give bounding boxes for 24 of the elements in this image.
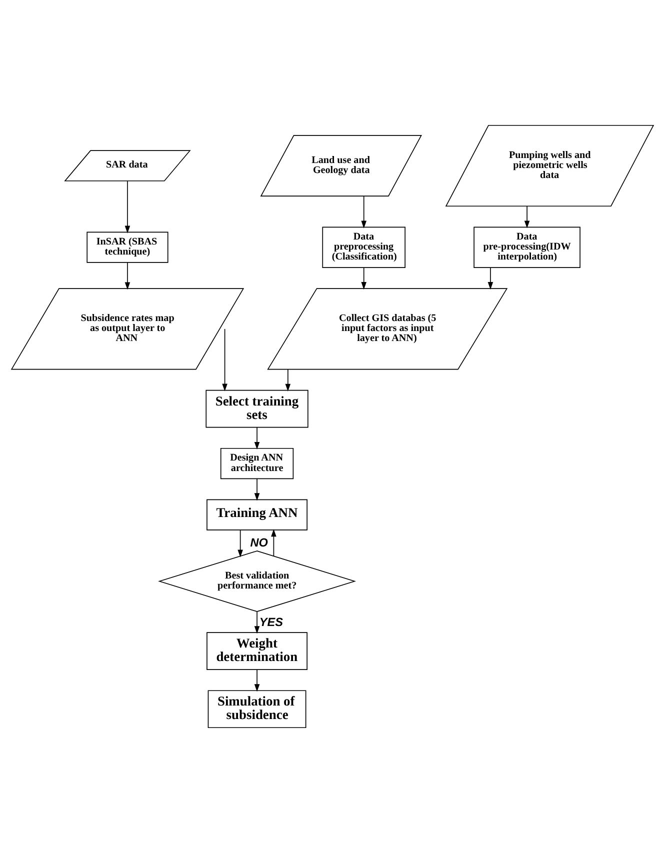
arrow <box>254 610 260 634</box>
arrow <box>254 668 260 692</box>
node-box: InSAR (SBAS technique) <box>86 231 168 262</box>
node-box: Design ANN architecture <box>220 447 294 479</box>
arrow <box>361 267 366 290</box>
arrow <box>488 267 494 290</box>
node-box: Simulation of subsidence <box>208 690 306 728</box>
arrow <box>222 328 228 391</box>
arrow <box>124 180 130 233</box>
node-box: Data preprocessing (Classification) <box>322 226 406 268</box>
node-box: Training ANN <box>206 498 308 530</box>
node-box: Select training sets <box>206 389 308 428</box>
arrow <box>271 528 276 556</box>
node-box: Data pre-processing(IDW interpolation) <box>474 226 580 268</box>
edge-label: YES <box>259 615 283 628</box>
arrow <box>238 529 243 557</box>
arrow <box>285 368 291 391</box>
edge-label: NO <box>250 536 268 550</box>
arrow <box>524 205 530 228</box>
arrow <box>361 195 366 228</box>
node-box: Weight determination <box>206 632 308 670</box>
arrow <box>254 426 260 450</box>
arrow <box>124 262 130 290</box>
arrow <box>254 478 260 500</box>
